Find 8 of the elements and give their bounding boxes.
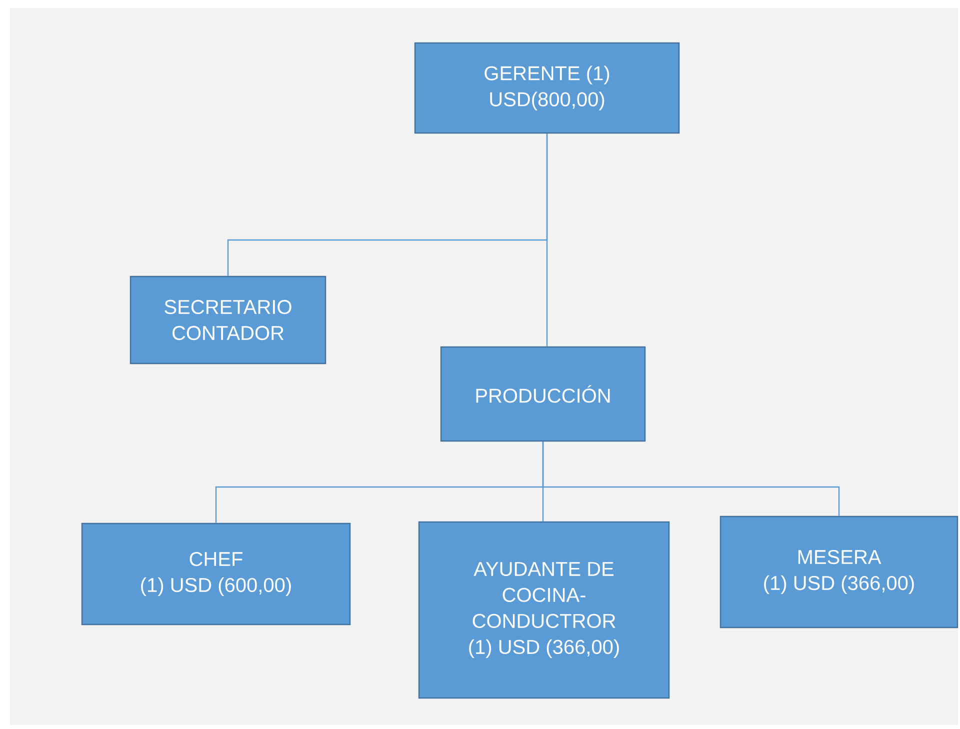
org-box: PRODUCCIÓN xyxy=(440,346,646,442)
org-box: AYUDANTE DE COCINA- CONDUCTROR (1) USD (366,00) xyxy=(418,521,670,699)
org-box: MESERA (1) USD (366,00) xyxy=(720,516,958,628)
connector-line xyxy=(542,442,840,516)
org-box: CHEF (1) USD (600,00) xyxy=(81,522,351,626)
org-box: SECRETARIO CONTADOR xyxy=(130,276,326,364)
connector-line xyxy=(546,134,548,346)
org-box: GERENTE (1) USD(800,00) xyxy=(414,42,680,134)
